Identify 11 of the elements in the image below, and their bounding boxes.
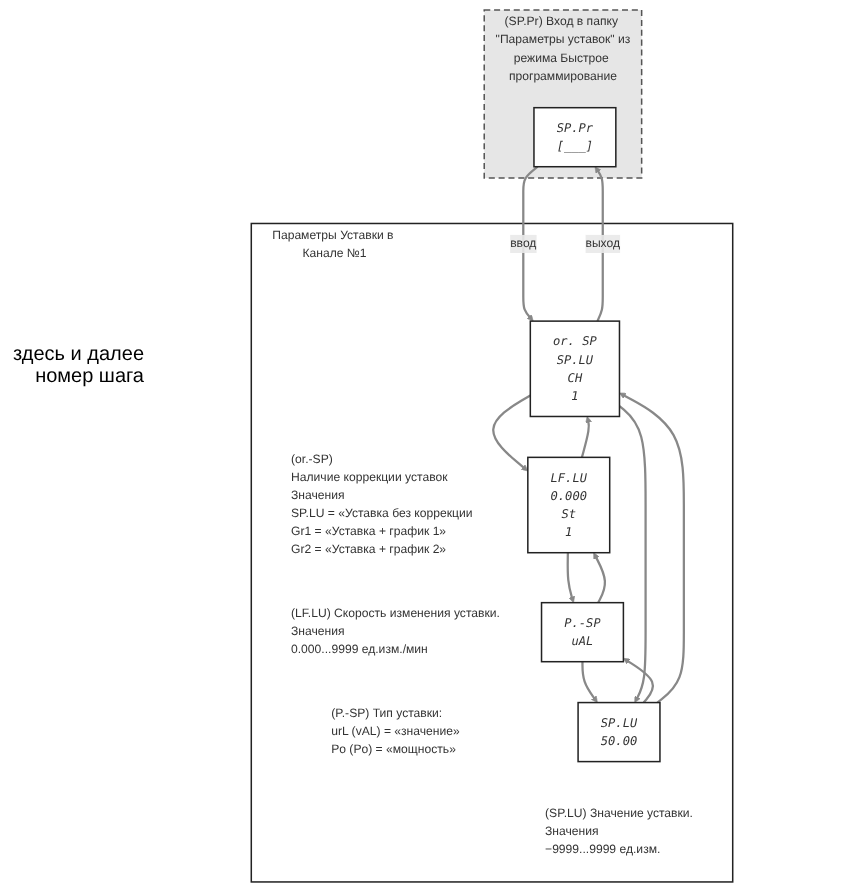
- arrow: [623, 658, 654, 704]
- arrow: [522, 165, 539, 322]
- arrow: [593, 552, 607, 604]
- arrow: [581, 661, 598, 703]
- arrow: [594, 166, 604, 322]
- arrow: [618, 405, 647, 703]
- arrow: [619, 392, 685, 704]
- arrow: [566, 552, 575, 603]
- arrow: [580, 416, 592, 458]
- arrow: [492, 394, 531, 472]
- step-number-note: здесь и далее номер шага: [11, 344, 144, 388]
